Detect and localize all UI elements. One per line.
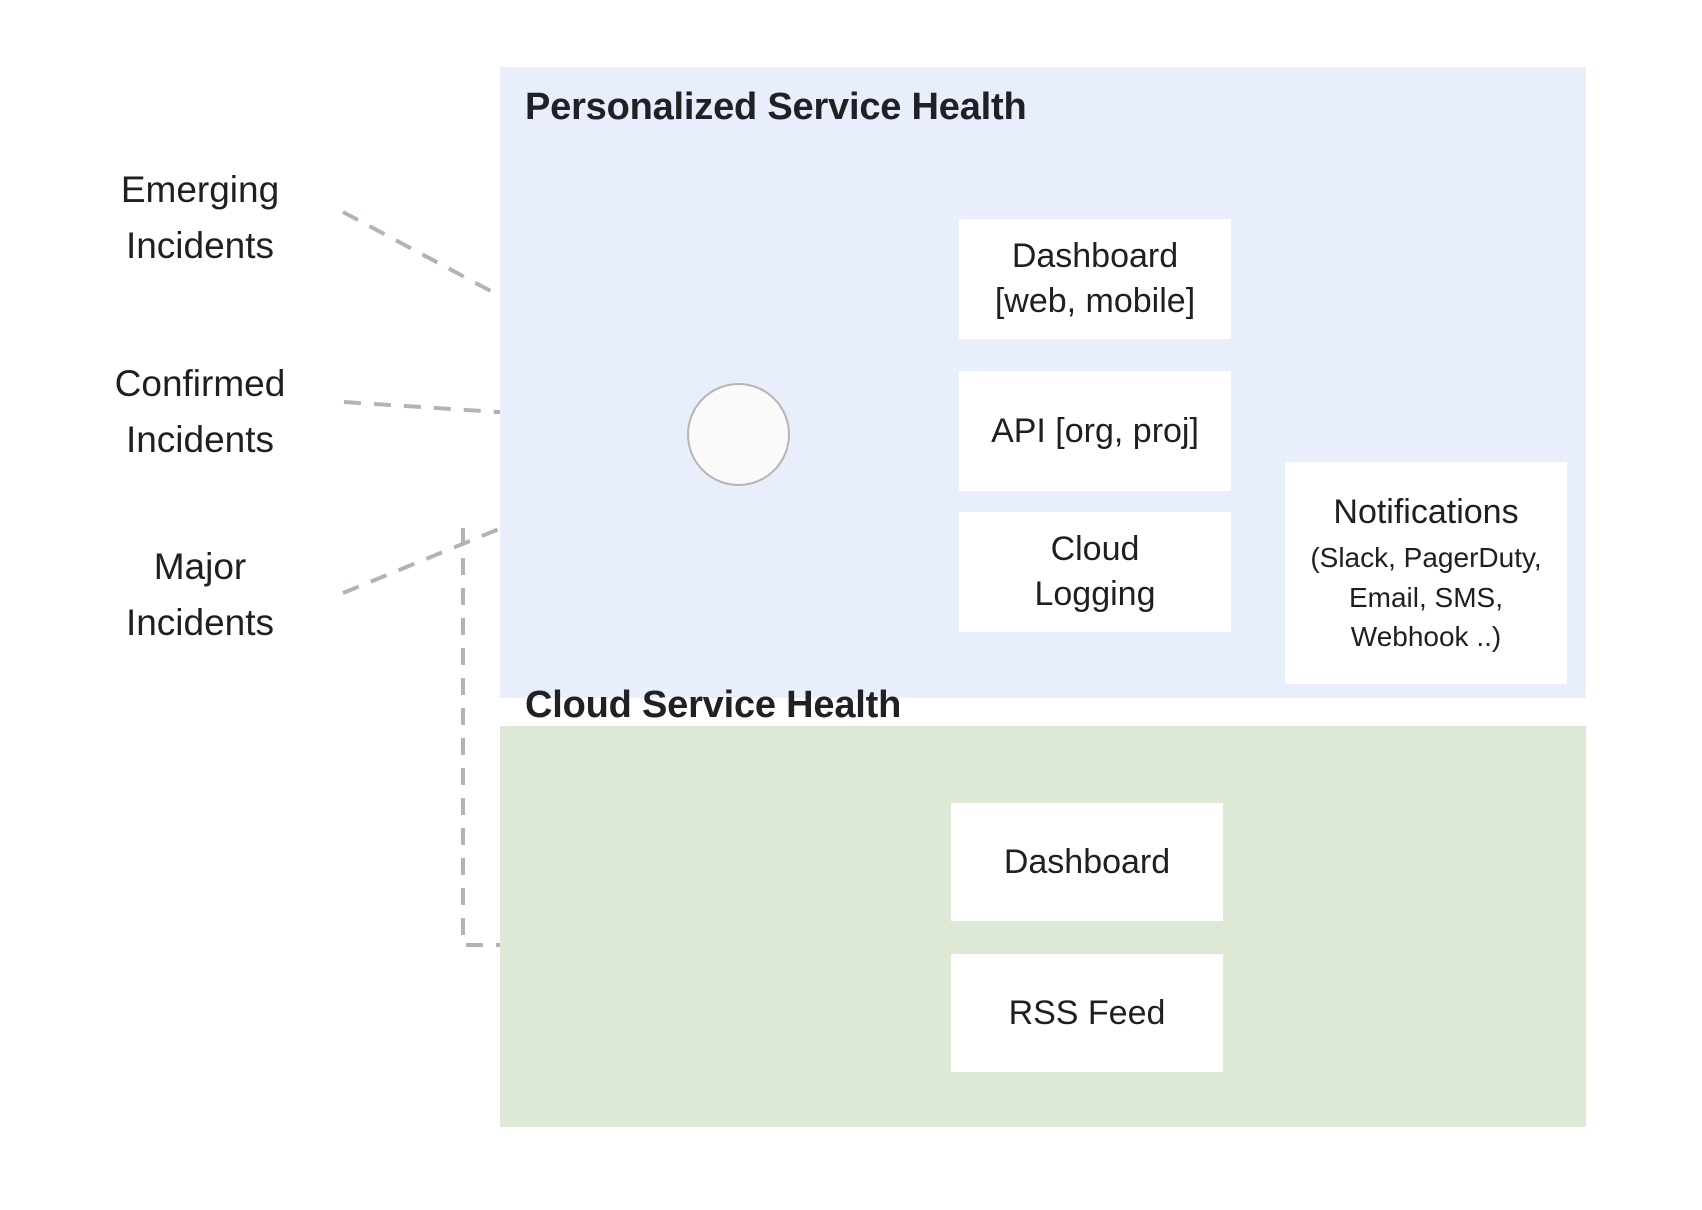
node-api-org-proj[interactable]: API [org, proj]: [959, 371, 1231, 491]
node-cloud-logging[interactable]: Cloud Logging: [959, 512, 1231, 632]
panel-title-cloud-service-health: Cloud Service Health: [525, 684, 902, 726]
node-notifications-sublabel: (Slack, PagerDuty, Email, SMS, Webhook .…: [1310, 542, 1542, 652]
node-cloud-dashboard[interactable]: Dashboard: [951, 803, 1223, 921]
node-dashboard-web-mobile[interactable]: Dashboard [web, mobile]: [959, 219, 1231, 339]
panel-title-personalized-service-health: Personalized Service Health: [525, 86, 1027, 128]
node-notifications-title: Notifications: [1333, 493, 1519, 532]
aggregation-hub-node[interactable]: [687, 383, 790, 486]
node-rss-feed[interactable]: RSS Feed: [951, 954, 1223, 1072]
node-notifications[interactable]: Notifications (Slack, PagerDuty, Email, …: [1285, 462, 1567, 684]
source-label-confirmed-incidents: Confirmed Incidents: [114, 363, 286, 460]
source-label-major-incidents: Major Incidents: [125, 546, 275, 643]
source-label-emerging-incidents: Emerging Incidents: [120, 169, 280, 266]
